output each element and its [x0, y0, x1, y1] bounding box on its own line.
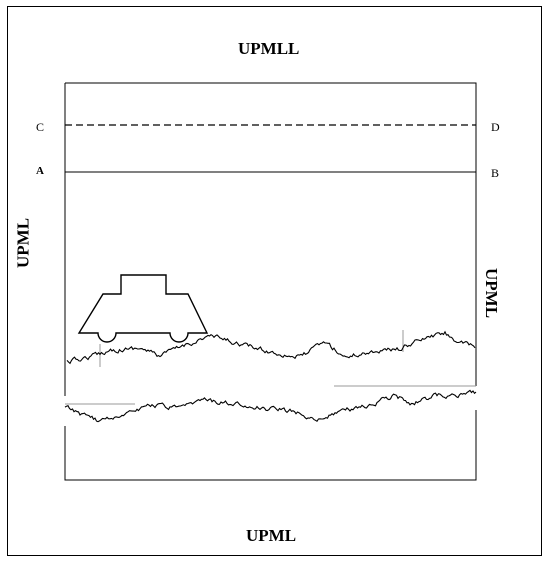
label-c: C	[36, 120, 45, 134]
rough-surface-lower	[64, 389, 477, 423]
rough-surface-upper	[66, 330, 476, 365]
outer-frame	[7, 6, 542, 556]
vehicle	[77, 274, 209, 343]
upml-top-label: UPMLL	[238, 39, 300, 58]
upml-bottom-label: UPML	[246, 526, 297, 545]
domain-box-outline	[64, 82, 477, 481]
label-a: A	[36, 165, 44, 177]
label-b: B	[491, 166, 500, 180]
label-d: D	[491, 120, 500, 134]
vehicle-body	[77, 274, 209, 343]
